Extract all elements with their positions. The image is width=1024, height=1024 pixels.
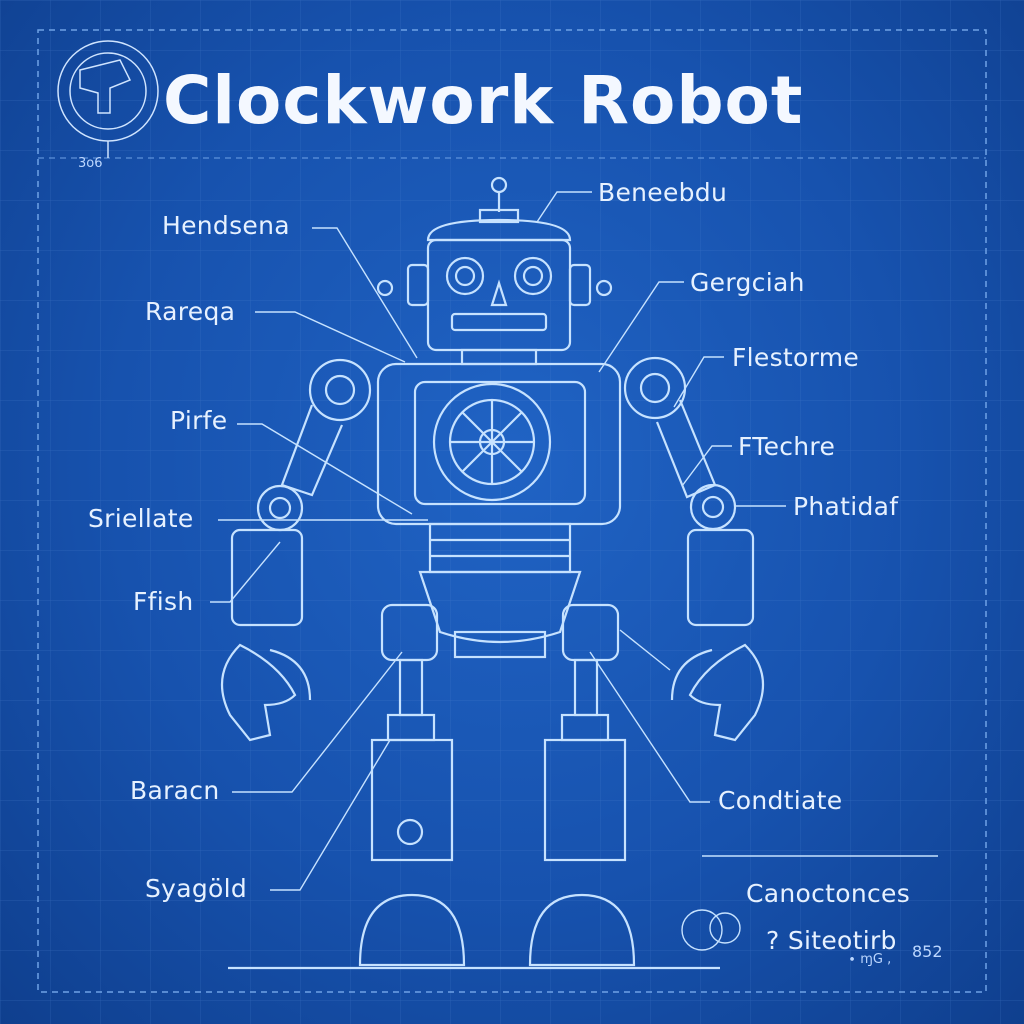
label-ffish: Ffish — [133, 587, 194, 616]
page-title: Clockwork Robot — [163, 62, 803, 139]
label-condtiate: Condtiate — [718, 786, 842, 815]
label-pirfe: Pirfe — [170, 406, 227, 435]
label-beneebdu: Beneebdu — [598, 178, 727, 207]
footer-note: ∙ ɱG , — [848, 952, 891, 967]
label-gergciah: Gergciah — [690, 268, 805, 297]
footer-line1: Canoctonces — [746, 879, 910, 908]
label-flestorme: Flestorme — [732, 343, 859, 372]
label-ftechre: FTechre — [738, 432, 835, 461]
footer-subscript: 852 — [912, 942, 943, 961]
label-phatidaf: Phatidaf — [793, 492, 898, 521]
label-syagold: Syagöld — [145, 874, 247, 903]
label-hendsena: Hendsena — [162, 211, 290, 240]
seal-caption: 3o6 — [78, 156, 103, 171]
footer-line2: ? Siteotirb — [766, 926, 897, 955]
label-sriellate: Sriellate — [88, 504, 194, 533]
label-baracn: Baracn — [130, 776, 219, 805]
label-rareqa: Rareqa — [145, 297, 235, 326]
